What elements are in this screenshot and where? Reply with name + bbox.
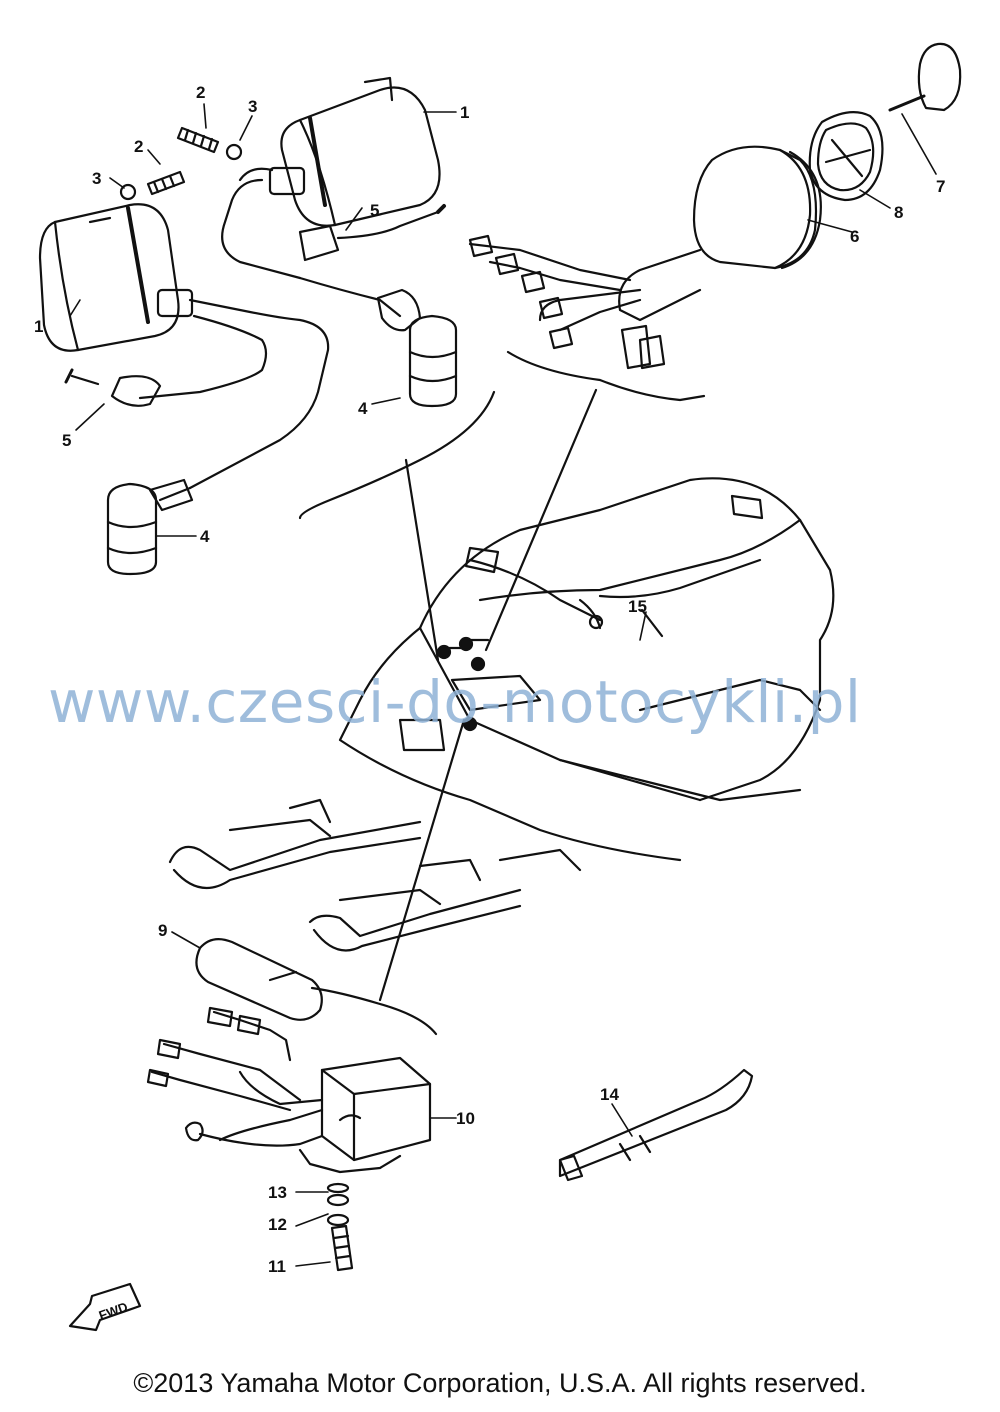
callout-2-lower: 2	[134, 137, 143, 156]
callout-12: 12	[268, 1215, 287, 1234]
callout-5-lower: 5	[62, 431, 71, 450]
cdi-unit	[146, 1006, 432, 1174]
callout-9: 9	[158, 921, 167, 940]
spark-plug-cap-lower	[106, 482, 158, 576]
connection-brackets	[298, 350, 706, 1036]
ignition-coil-upper	[221, 76, 446, 332]
forward-arrow-icon	[68, 1282, 142, 1332]
snowmobile-skis	[168, 798, 582, 952]
washer-upper	[225, 143, 243, 161]
callout-4-upper: 4	[358, 399, 368, 418]
callout-6: 6	[850, 227, 859, 246]
callout-2-upper: 2	[196, 83, 205, 102]
ignition-coil-lower	[38, 203, 330, 512]
callout-1-lower: 1	[34, 317, 43, 336]
callout-3-lower: 3	[92, 169, 101, 188]
mounting-bolt	[326, 1213, 354, 1272]
headlight-bulb	[888, 42, 962, 112]
callout-5-upper: 5	[370, 201, 379, 220]
spark-plug-lead	[195, 937, 323, 1021]
callout-3-upper: 3	[248, 97, 257, 116]
cable-tie	[558, 1068, 754, 1182]
callout-14: 14	[600, 1085, 619, 1104]
callout-7: 7	[936, 177, 945, 196]
forward-arrow-label: FWD	[97, 1299, 130, 1323]
lock-washer	[326, 1193, 350, 1207]
plain-washer	[326, 1182, 350, 1194]
callout-1-upper: 1	[460, 103, 469, 122]
snowmobile-body	[338, 477, 835, 862]
callout-8: 8	[894, 203, 903, 222]
headlight-rim	[808, 111, 884, 202]
callout-11: 11	[268, 1257, 286, 1276]
headlight-assembly	[468, 145, 822, 370]
callout-10: 10	[456, 1109, 475, 1128]
washer-lower	[119, 183, 137, 201]
callout-13: 13	[268, 1183, 287, 1202]
bolt-lower	[146, 170, 186, 196]
spark-plug-cap-upper	[408, 314, 458, 408]
bolt-upper	[176, 126, 220, 154]
copyright-notice: ©2013 Yamaha Motor Corporation, U.S.A. A…	[133, 1368, 867, 1398]
callout-15: 15	[628, 597, 647, 616]
leader-lines	[69, 103, 937, 1267]
watermark: www.czesci-do-motocykli.pl	[48, 668, 862, 736]
callout-4-lower: 4	[200, 527, 210, 546]
